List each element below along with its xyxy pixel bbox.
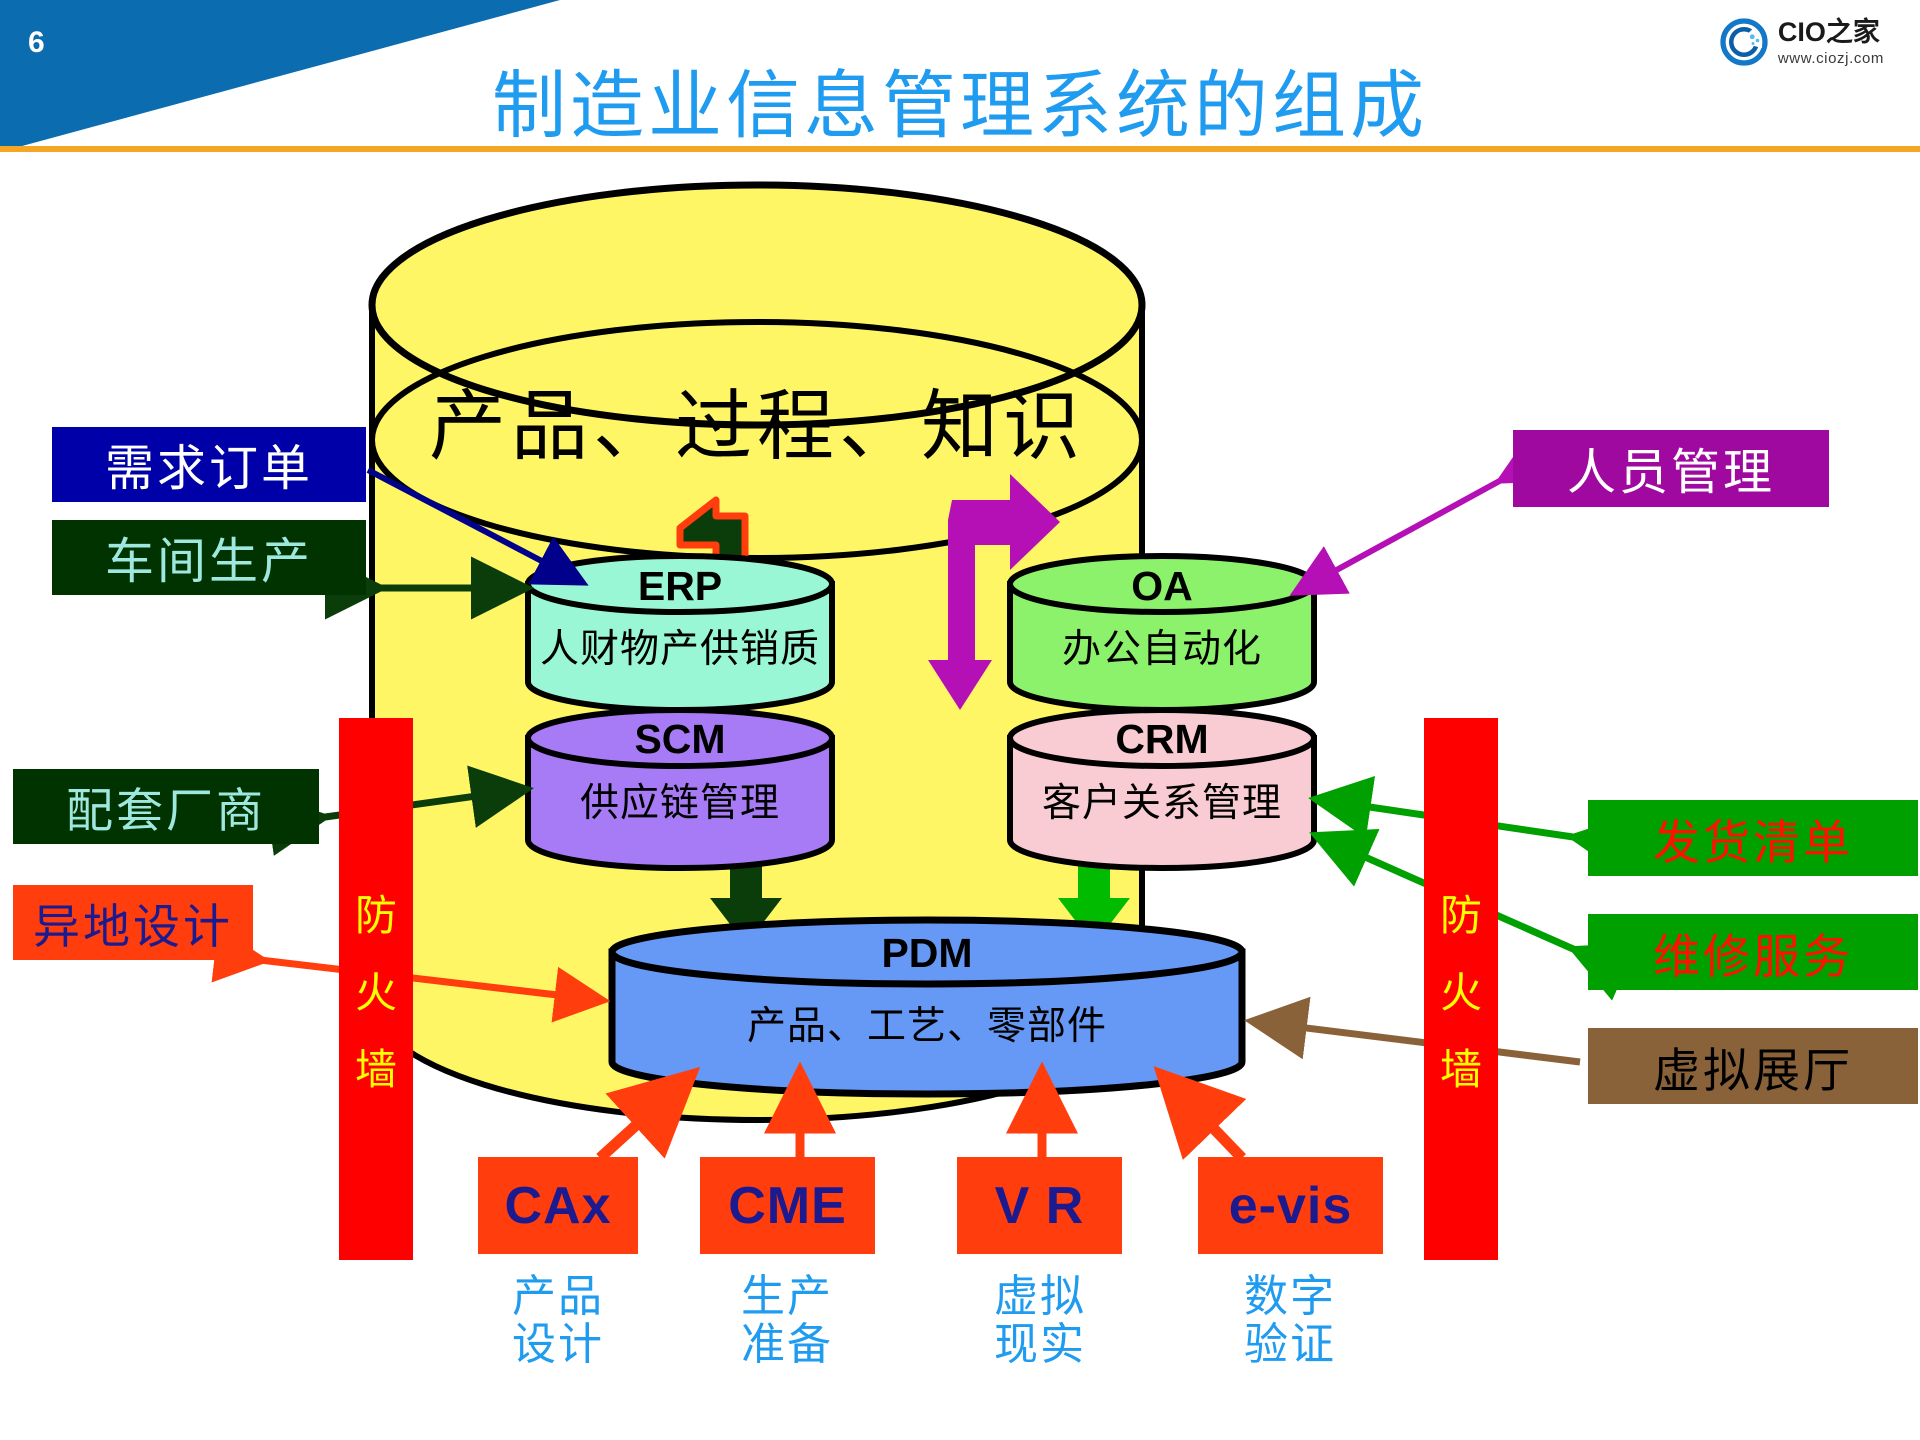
module-subtitle-erp: 人财物产供销质 [539, 627, 820, 672]
app-caption-evis-line2: 验证 [1244, 1318, 1336, 1370]
logo-name: CIO之家 [1777, 16, 1880, 47]
app-caption-evis: 数字 验证 [1205, 1273, 1375, 1368]
app-button-vr[interactable]: V R [957, 1157, 1122, 1254]
module-cylinder-crm [1007, 707, 1317, 871]
label-supplier[interactable]: 配套厂商 [13, 769, 319, 844]
app-caption-cax-line2: 设计 [512, 1318, 604, 1370]
label-remote-design[interactable]: 异地设计 [13, 885, 253, 960]
arrow-remote-pdm [211, 926, 611, 1023]
label-shop-production[interactable]: 车间生产 [52, 520, 366, 595]
label-hr-management[interactable]: 人员管理 [1513, 430, 1829, 507]
label-demand-order[interactable]: 需求订单 [52, 427, 366, 502]
module-cylinder-erp [525, 553, 835, 713]
arrow-cax-to-pdm [596, 1066, 701, 1163]
module-cylinder-oa [1007, 553, 1317, 713]
module-title-crm: CRM [1115, 716, 1209, 762]
label-shipping-list[interactable]: 发货清单 [1588, 800, 1918, 876]
arrow-showroom-to-pdm [1244, 996, 1581, 1066]
arrow-evis-to-pdm [1153, 1066, 1247, 1162]
app-caption-cme-line2: 准备 [741, 1318, 833, 1370]
app-caption-vr: 虚拟 现实 [955, 1273, 1125, 1368]
app-caption-vr-line2: 现实 [994, 1318, 1086, 1370]
firewall-left-char-3: 墙 [354, 1044, 397, 1094]
label-repair-service[interactable]: 维修服务 [1588, 914, 1918, 990]
module-title-oa: OA [1131, 563, 1193, 609]
firewall-left-char-1: 防 [354, 890, 397, 940]
brand-logo: CIO之家 www.ciozj.com [1720, 18, 1884, 66]
cio-logo-icon [1720, 18, 1768, 66]
firewall-right-char-3: 墙 [1439, 1044, 1482, 1094]
module-subtitle-oa: 办公自动化 [1061, 627, 1262, 672]
module-title-scm: SCM [634, 716, 726, 762]
app-caption-cme: 生产 准备 [702, 1273, 872, 1368]
logo-url: www.ciozj.com [1777, 49, 1884, 67]
app-button-cme[interactable]: CME [700, 1157, 875, 1254]
arrow-pdm-to-oa [928, 474, 1060, 710]
app-caption-vr-line1: 虚拟 [994, 1271, 1086, 1322]
app-caption-cax-line1: 产品 [512, 1271, 604, 1322]
core-label: 产品、过程、知识 [429, 383, 1085, 472]
firewall-right-char-2: 火 [1439, 967, 1482, 1017]
app-button-cax[interactable]: CAx [478, 1157, 638, 1254]
firewall-left: 防 火 墙 [339, 718, 413, 1260]
firewall-right: 防 火 墙 [1424, 718, 1498, 1260]
app-caption-cax: 产品 设计 [473, 1273, 643, 1368]
header-triangle-decoration [0, 0, 560, 152]
module-subtitle-crm: 客户关系管理 [1041, 781, 1282, 826]
slide-number: 6 [28, 26, 46, 59]
app-caption-cme-line1: 生产 [741, 1271, 833, 1322]
firewall-right-char-1: 防 [1439, 890, 1482, 940]
arrow-demand-to-erp [366, 467, 589, 586]
module-title-pdm: PDM [881, 930, 973, 976]
module-subtitle-pdm: 产品、工艺、零部件 [746, 1004, 1107, 1049]
header-divider [0, 146, 1920, 152]
slide-header: 6 制造业信息管理系统的组成 CIO之家 www.ciozj.com [0, 0, 1920, 152]
app-caption-evis-line1: 数字 [1244, 1271, 1336, 1322]
label-virtual-showroom[interactable]: 虚拟展厅 [1588, 1028, 1918, 1104]
module-title-erp: ERP [637, 563, 723, 609]
firewall-left-char-2: 火 [354, 967, 397, 1017]
module-subtitle-scm: 供应链管理 [579, 781, 780, 826]
module-cylinder-scm [525, 707, 835, 871]
arrow-hr-to-oa [1289, 434, 1555, 596]
page-title: 制造业信息管理系统的组成 [492, 63, 1428, 149]
app-button-evis[interactable]: e-vis [1198, 1157, 1383, 1254]
